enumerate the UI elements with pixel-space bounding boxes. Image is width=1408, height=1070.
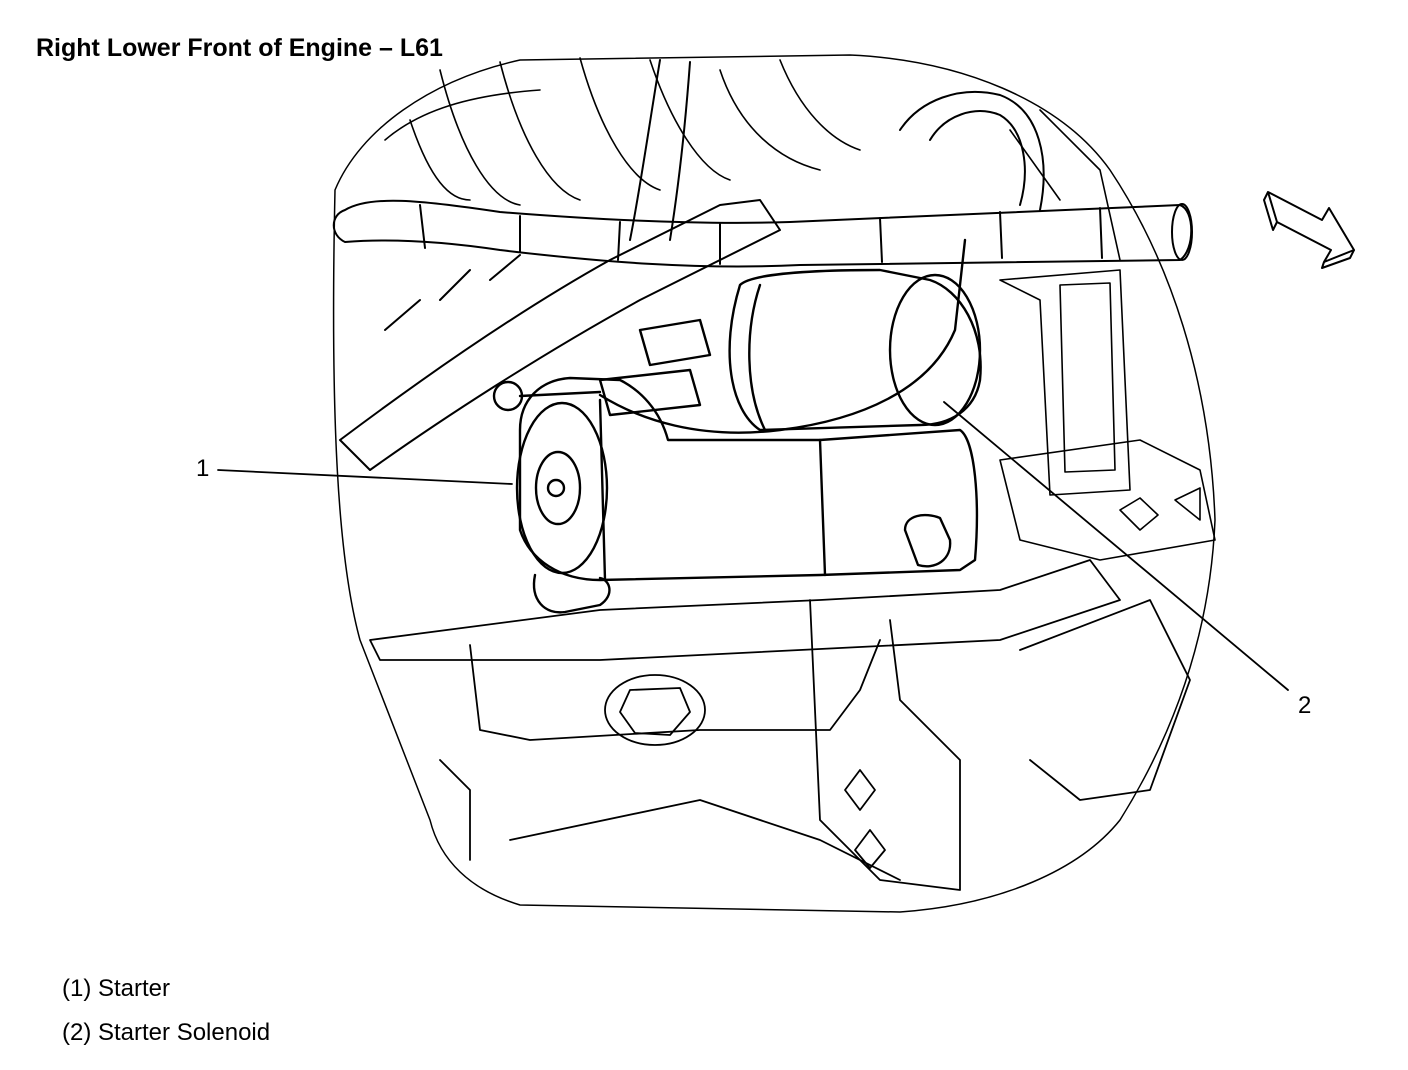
- illustration-outline: [332, 54, 1216, 913]
- view-direction-arrow-icon: [1263, 191, 1355, 269]
- legend: (1) Starter (2) Starter Solenoid: [62, 974, 270, 1062]
- upper-hose: [332, 199, 1193, 268]
- engine-block-right: [999, 109, 1216, 561]
- lower-engine-structure: [369, 559, 1191, 891]
- legend-item-starter: (1) Starter: [62, 975, 171, 1002]
- page-title: Right Lower Front of Engine – L61: [36, 34, 443, 62]
- callout-2-leader-line: [943, 401, 1289, 691]
- wiring-harness: [339, 59, 1045, 471]
- legend-item-starter-solenoid: (2) Starter Solenoid: [62, 1019, 271, 1046]
- starter-motor: [515, 376, 979, 614]
- callout-2-number: 2: [1298, 692, 1312, 719]
- callout-1-leader-line: [217, 469, 513, 485]
- callout-1-number: 1: [196, 455, 210, 482]
- intake-manifold: [384, 57, 861, 206]
- starter-solenoid: [492, 238, 982, 434]
